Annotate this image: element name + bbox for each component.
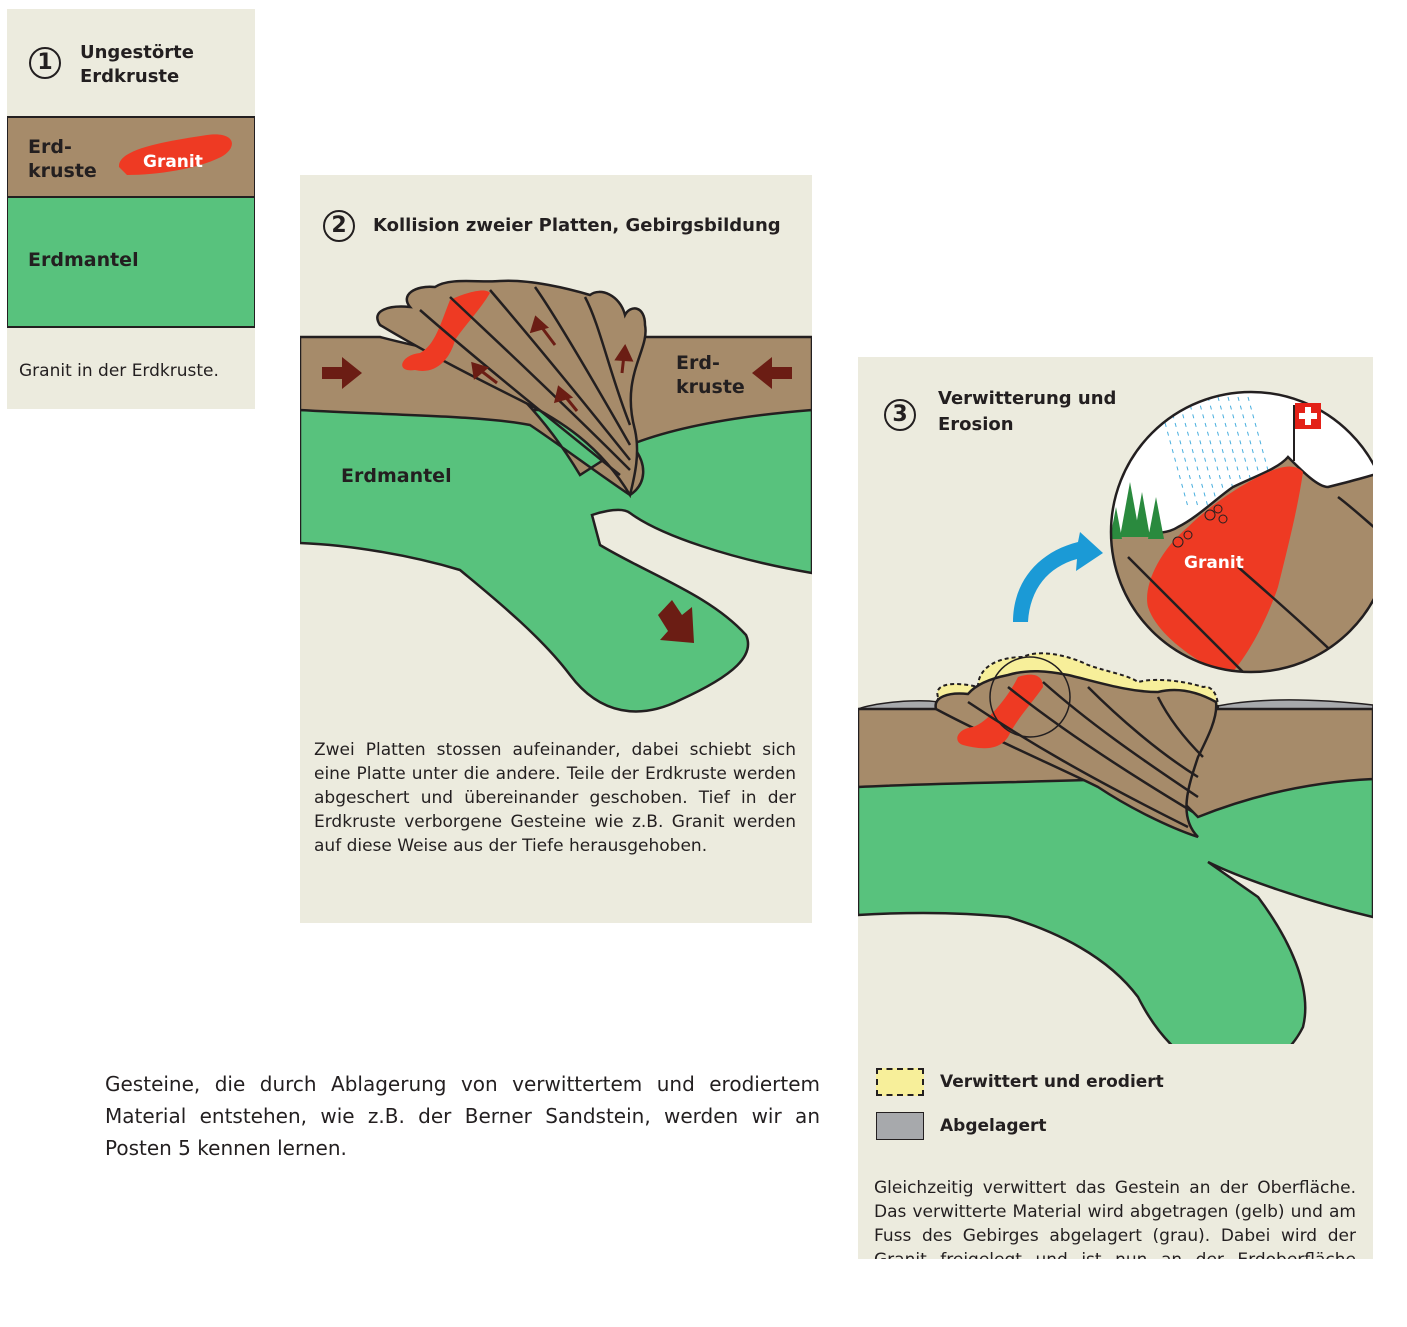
mantle-label: Erdmantel [28, 248, 139, 272]
crust-label-line2: kruste [676, 375, 745, 399]
granite-label: Granit [143, 150, 203, 174]
step-number-3: 3 [884, 399, 916, 431]
crust-label-line1: Erd- [676, 351, 720, 375]
granite-zoom-label: Granit [1184, 551, 1244, 575]
crust-label-line1: Erd- [28, 135, 72, 159]
swiss-flag-icon [1295, 403, 1321, 429]
mantle-layer [858, 779, 1373, 1044]
zoom-arrow [1013, 532, 1103, 622]
mantle-layer [300, 410, 812, 711]
panel3-caption: Gleichzeitig verwittert das Gestein an d… [874, 1176, 1356, 1259]
panel3-caption-area: Verwittert und erodiert Abgelagert Gleic… [858, 1044, 1373, 1259]
mantle-label: Erdmantel [341, 464, 452, 488]
legend-swatch-deposited [876, 1112, 924, 1140]
legend-label-eroded: Verwittert und erodiert [940, 1070, 1164, 1094]
step-number-2: 2 [323, 210, 355, 242]
panel-weathering-erosion: 3 Verwitterung und Erosion Granit Verwit… [858, 357, 1373, 1044]
panel-undisturbed-crust: 1 Ungestörte Erdkruste Erd- kruste Grani… [7, 9, 255, 409]
panel2-caption: Zwei Platten stossen aufeinander, dabei … [314, 738, 796, 858]
legend-swatch-eroded [876, 1068, 924, 1096]
footer-text: Gesteine, die durch Ablagerung von verwi… [105, 1068, 820, 1164]
panel1-caption: Granit in der Erdkruste. [19, 359, 249, 383]
crust-label-line2: kruste [28, 159, 97, 183]
panel3-diagram [858, 357, 1373, 1044]
legend-label-deposited: Abgelagert [940, 1114, 1047, 1138]
zoom-detail-circle [1108, 387, 1373, 687]
panel3-title-line1: Verwitterung und [938, 387, 1116, 411]
panel3-title-line2: Erosion [938, 413, 1014, 437]
panel1-title-line2: Erdkruste [80, 65, 179, 89]
step-number-1: 1 [29, 47, 61, 79]
panel2-title: Kollision zweier Platten, Gebirgsbildung [373, 214, 781, 238]
panel-plate-collision: 2 Kollision zweier Platten, Gebirgsbildu… [300, 175, 812, 923]
panel1-title-line1: Ungestörte [80, 41, 194, 65]
